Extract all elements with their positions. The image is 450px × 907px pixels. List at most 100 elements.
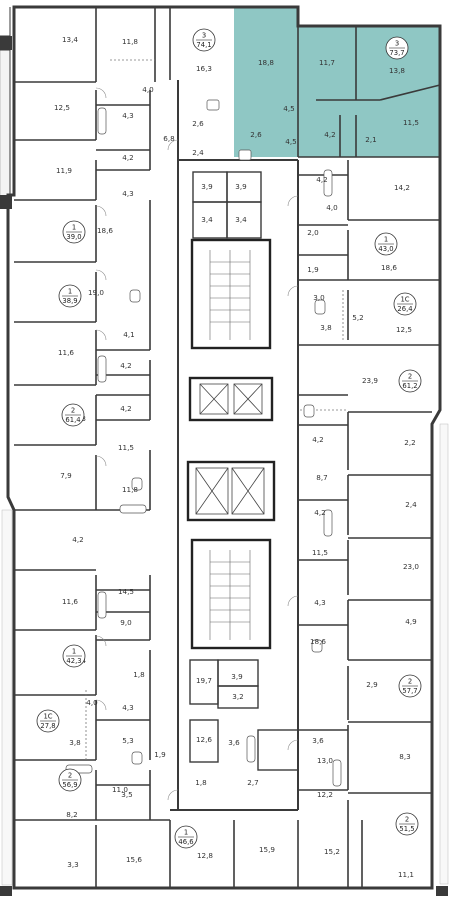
room-area-label: 18,6: [310, 637, 326, 646]
room-area-label: 2,4: [192, 148, 204, 157]
room-area-label: 8,7: [316, 473, 327, 482]
badge-room-count: 1: [72, 224, 76, 232]
room-area-label: 3,2: [232, 692, 243, 701]
apartment-badge[interactable]: 139,0: [62, 220, 86, 244]
room-area-label: 11,5: [118, 443, 134, 452]
room-area-label: 16,3: [196, 64, 212, 73]
badge-room-count: 1: [184, 829, 188, 837]
room-area-label: 4,9: [405, 617, 417, 626]
badge-room-count: 2: [405, 816, 409, 824]
room-area-label: 4,2: [314, 508, 325, 517]
badge-room-count: 3: [395, 40, 399, 48]
building-core: [186, 238, 276, 650]
badge-area: 43,0: [378, 245, 393, 253]
room-area-label: 2,9: [366, 680, 378, 689]
room-area-label: 4,2: [120, 361, 131, 370]
corner-column: [0, 195, 12, 209]
apartment-badge[interactable]: 143,0: [374, 232, 398, 256]
room-area-label: 3,5: [121, 790, 132, 799]
room-area-label: 4,2: [316, 175, 327, 184]
left-facade-strip: [0, 49, 11, 201]
bathroom-fixtures: [65, 99, 342, 787]
room-area-label: 15,6: [126, 855, 142, 864]
apartment-badge[interactable]: 257,7: [398, 674, 422, 698]
room-area-label: 3,9: [201, 182, 213, 191]
badge-room-count: 2: [408, 373, 412, 381]
room-area-label: 18,6: [381, 263, 397, 272]
room-area-label: 13,0: [317, 756, 333, 765]
room-area-label: 4,2: [324, 130, 335, 139]
badge-room-count: 2: [68, 772, 72, 780]
room-area-label: 3,9: [231, 672, 243, 681]
corner-column: [0, 886, 12, 896]
core-small-rooms: [189, 171, 299, 771]
room-area-label: 15,2: [324, 847, 340, 856]
apartment-badge[interactable]: 251,5: [395, 812, 419, 836]
room-area-label: 3,3: [67, 860, 78, 869]
room-area-label: 3,8: [320, 323, 332, 332]
room-area-label: 4,2: [120, 404, 131, 413]
room-area-label: 4,0: [142, 85, 154, 94]
corner-column: [436, 886, 448, 896]
room-area-label: 2,6: [250, 130, 262, 139]
room-area-label: 4,5: [285, 137, 296, 146]
room-area-label: 14,5: [118, 587, 134, 596]
room-area-label: 9,0: [120, 618, 132, 627]
badge-area: 61,4: [65, 416, 80, 424]
left-facade-strip-lower: [1, 509, 13, 886]
room-area-label: 4,5: [283, 104, 294, 113]
room-area-label: 19,7: [196, 676, 212, 685]
room-area-label: 11,0: [112, 785, 128, 794]
room-area-label: 15,9: [259, 845, 275, 854]
badge-area: 73,7: [389, 49, 404, 57]
room-area-label: 18,8: [258, 58, 274, 67]
room-area-label: 4,2: [312, 435, 323, 444]
room-area-label: 2,2: [404, 438, 415, 447]
room-area-label: 3,8: [69, 738, 81, 747]
badge-room-count: 1С: [400, 296, 409, 304]
room-area-label: 7,9: [60, 471, 72, 480]
room-area-label: 5,2: [352, 313, 363, 322]
apartment-badge[interactable]: 261,4: [61, 403, 85, 427]
badge-area: 27,8: [40, 722, 55, 730]
apartment-badge[interactable]: 374,1: [192, 28, 216, 52]
partition-walls-left: [14, 7, 363, 888]
room-area-label: 11,1: [398, 870, 414, 879]
room-area-label: 12,8: [197, 851, 213, 860]
room-area-label: 4,2: [122, 153, 133, 162]
apartment-badge[interactable]: 256,9: [58, 768, 82, 792]
room-area-label: 2,0: [307, 228, 319, 237]
badge-room-count: 2: [71, 407, 75, 415]
room-area-label: 3,4: [201, 215, 213, 224]
room-area-label: 8,3: [399, 752, 410, 761]
room-area-label: 11,8: [122, 485, 138, 494]
room-area-label: 4,3: [122, 703, 133, 712]
room-area-label: 11,6: [62, 597, 78, 606]
apartment-badge[interactable]: 138,9: [58, 284, 82, 308]
room-area-label: 11,5: [312, 548, 328, 557]
badge-room-count: 1: [384, 236, 388, 244]
apartment-badge[interactable]: 142,3: [62, 644, 86, 668]
room-area-label: 12,5: [54, 103, 70, 112]
room-area-label: 12,2: [317, 790, 333, 799]
room-area-label: 11,8: [122, 37, 138, 46]
corridor-walls: [170, 80, 299, 811]
room-area-label: 19,0: [88, 288, 104, 297]
apartment-badge[interactable]: 373,7: [385, 36, 409, 60]
highlighted-apartment[interactable]: [234, 7, 440, 157]
room-area-label: 3,9: [235, 182, 247, 191]
badge-area: 61,2: [402, 382, 417, 390]
dashed-dividers: [85, 59, 348, 760]
room-area-label: 8,2: [66, 810, 77, 819]
badge-area: 57,7: [402, 687, 417, 695]
room-area-label: 2,6: [192, 119, 204, 128]
room-area-label: 4,3: [122, 111, 133, 120]
badge-area: 26,4: [397, 305, 412, 313]
apartment-badge[interactable]: 261,2: [398, 369, 422, 393]
apartment-badge[interactable]: 146,6: [174, 825, 198, 849]
badge-room-count: 2: [408, 678, 412, 686]
